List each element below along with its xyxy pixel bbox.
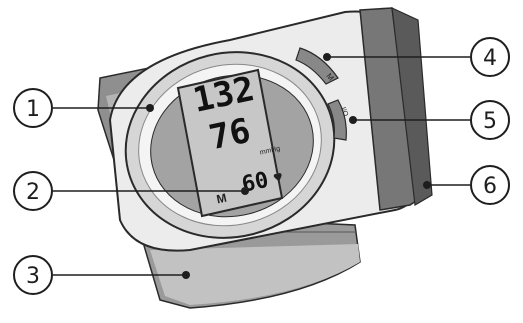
svg-text:6: 6 [483, 174, 497, 199]
svg-text:2: 2 [26, 180, 40, 205]
callout-1: 1 [14, 89, 52, 127]
svg-text:3: 3 [26, 264, 40, 289]
callout-dot-6 [423, 181, 431, 189]
callout-dot-5 [349, 116, 357, 124]
callout-5: 5 [471, 101, 509, 139]
callout-2: 2 [14, 172, 52, 210]
callout-dot-2 [241, 187, 249, 195]
callout-dot-1 [146, 104, 154, 112]
callout-dot-4 [323, 53, 331, 61]
svg-text:4: 4 [483, 46, 497, 71]
svg-text:1: 1 [26, 97, 40, 122]
callout-3: 3 [14, 256, 52, 294]
callout-4: 4 [471, 38, 509, 76]
callout-dot-3 [182, 271, 190, 279]
diastolic-reading: 76 [206, 111, 254, 159]
callout-6: 6 [471, 166, 509, 204]
svg-text:5: 5 [483, 109, 497, 134]
